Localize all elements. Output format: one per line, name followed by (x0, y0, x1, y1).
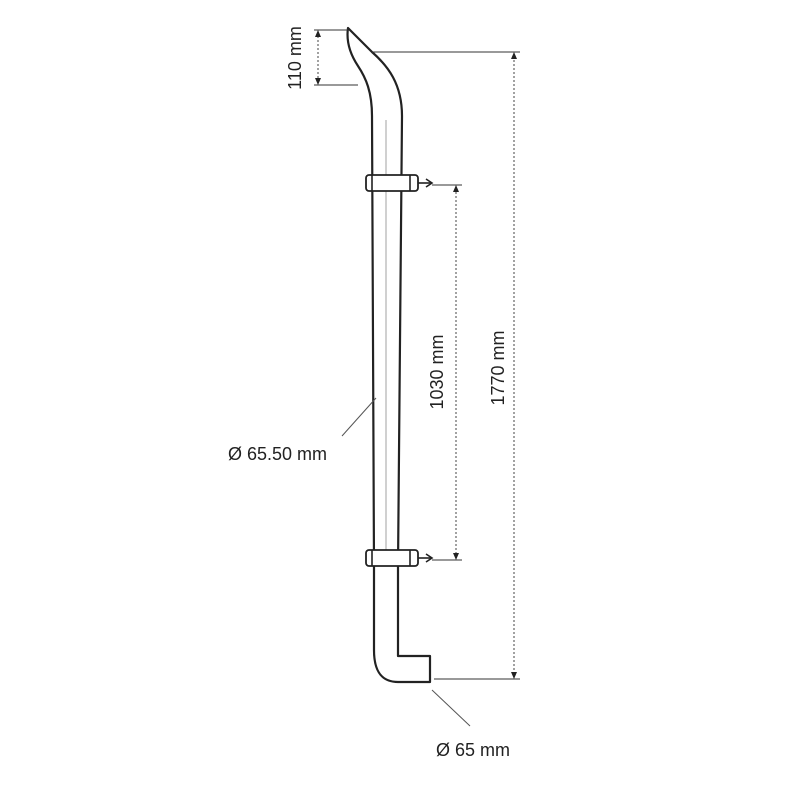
pipe-diameter-leader (341, 397, 377, 437)
pipe-diameter-label: Ø 65.50 mm (228, 444, 327, 464)
overall-height-label: 1770 mm (488, 330, 508, 405)
clamp-spacing-label: 1030 mm (427, 334, 447, 409)
overall-height-dimension (372, 51, 520, 680)
tip-height-label: 110 mm (285, 26, 305, 90)
exhaust-pipe (346, 26, 432, 684)
outlet-diameter-label: Ø 65 mm (436, 740, 510, 760)
lower-clamp (365, 549, 434, 567)
exhaust-pipe-body (346, 26, 432, 684)
outlet-diameter-leader (431, 689, 471, 727)
upper-clamp (365, 174, 434, 192)
clamp-spacing-dimension (432, 184, 462, 561)
tip-height-dimension (314, 29, 358, 86)
